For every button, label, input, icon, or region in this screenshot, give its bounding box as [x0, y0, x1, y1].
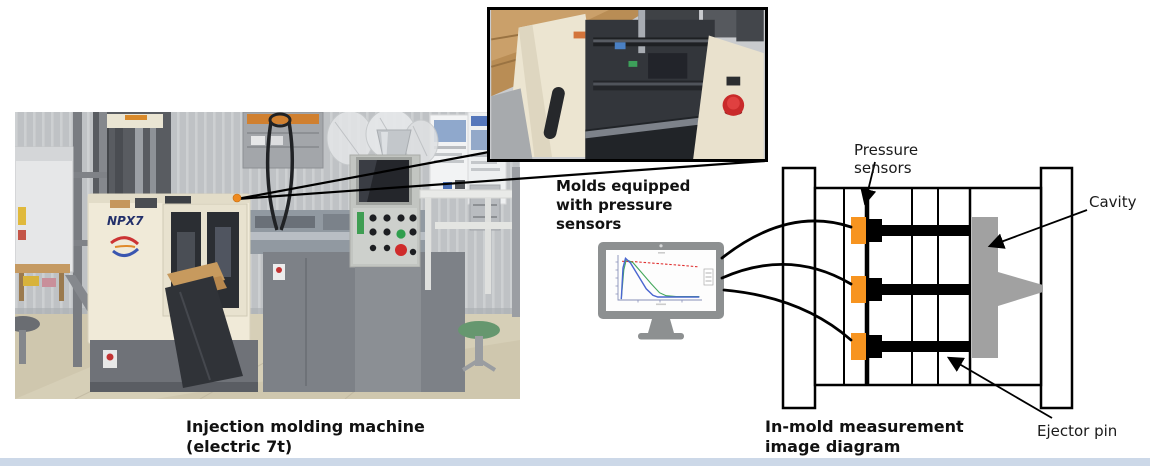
monitor-art: [598, 242, 724, 340]
side-panel: [693, 35, 764, 159]
pressure-sensor-row-3: [851, 333, 970, 360]
inset-photo-art: [490, 10, 764, 159]
webcam-dot: [659, 244, 663, 248]
machine-door: [506, 13, 607, 158]
mold-closeup-inset-photo: [487, 7, 768, 162]
ejector-pin-arrow: [946, 356, 1053, 419]
ejector-pin-label: Ejector pin: [1037, 422, 1118, 440]
chart-series-sensor-green: [620, 258, 700, 300]
sensor-cable-3: [722, 288, 853, 342]
cavity-label: Cavity: [1089, 193, 1137, 211]
chart-series-sensor-blue: [620, 256, 700, 300]
shelf-rack: [242, 111, 324, 169]
ejector-pin: [882, 341, 970, 352]
door-handle: [543, 86, 565, 140]
diagram-caption: In-mold measurement image diagram: [765, 417, 964, 456]
sensor-cables: [720, 219, 853, 342]
monitor-icon: [598, 242, 724, 342]
sensor-mount: [866, 335, 882, 358]
machine-photo: NPX7: [6, 108, 521, 400]
footer-strip: [0, 458, 1150, 466]
sensor-cable-2: [720, 263, 853, 286]
chart-series-sensor-red-dashed: [622, 260, 700, 268]
ejector-pin: [882, 284, 970, 295]
pressure-sensor: [851, 217, 866, 244]
monitor-stand-neck: [648, 319, 674, 333]
right-edge-machine: [512, 167, 520, 317]
mold-body: [813, 186, 1043, 387]
pressure-sensor-row-1: [851, 217, 970, 244]
pressure-sensors-label: Pressure sensors: [854, 141, 919, 177]
mold-machinery: [585, 10, 715, 159]
pressure-sensor: [851, 276, 866, 303]
sensor-cable-1: [720, 219, 853, 260]
machine-photo-caption: Injection molding machine (electric 7t): [186, 417, 425, 456]
annotation-arrows: [860, 161, 1088, 419]
cavity-arrow: [987, 209, 1088, 249]
chute-bin: [165, 262, 243, 388]
pressure-sensor: [851, 333, 866, 360]
sensor-mount: [866, 278, 882, 301]
pressure-sensor-row-2: [851, 276, 970, 303]
monitor-chart-series: [620, 256, 700, 300]
control-panel: [349, 154, 421, 392]
sensor-mount: [866, 219, 882, 242]
molds-label: Molds equipped with pressure sensors: [556, 177, 691, 234]
machine-photo-art: NPX7: [6, 108, 521, 400]
left-platen: [781, 166, 817, 410]
left-cabinet: [6, 146, 74, 364]
right-platen: [1039, 166, 1074, 410]
npx7-logo-text: NPX7: [107, 214, 144, 228]
cavity-shape: [972, 217, 1043, 358]
ejector-pin: [882, 225, 970, 236]
monitor-stand-base: [638, 333, 684, 340]
